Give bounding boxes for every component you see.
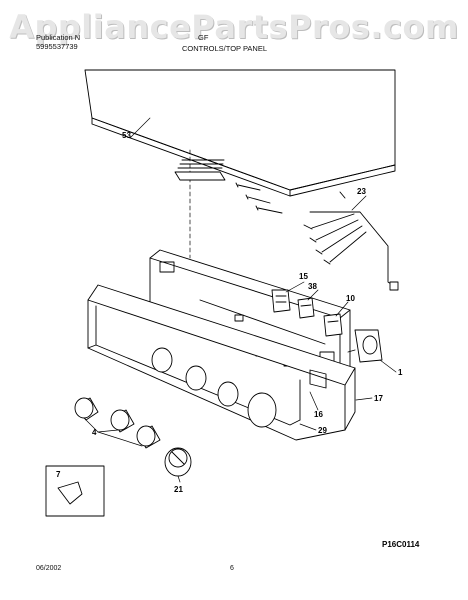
wire-harness <box>303 211 399 291</box>
leader-lines <box>83 117 397 483</box>
switch-part-38 <box>297 297 315 319</box>
ribbon-connector <box>174 159 226 181</box>
switch-part-10 <box>323 313 343 337</box>
callout-16: 16 <box>314 410 323 419</box>
callout-38: 38 <box>308 282 317 291</box>
timer-part-1 <box>347 329 383 363</box>
knob-group <box>74 397 161 449</box>
control-panel <box>87 284 356 441</box>
publication-label: Publication N <box>36 33 81 42</box>
publication-number: 5995537739 <box>36 42 78 51</box>
callout-17: 17 <box>374 394 383 403</box>
callout-10: 10 <box>346 294 355 303</box>
diagram-code: P16C0114 <box>382 540 420 549</box>
callout-1: 1 <box>398 368 403 377</box>
callout-4: 4 <box>92 428 97 437</box>
watermark-text: AppliancePartsPros.com <box>9 8 459 46</box>
selector-knob-21 <box>164 447 192 477</box>
inset-box-part-7 <box>45 465 105 517</box>
top-panel-part <box>84 69 396 197</box>
footer-date: 06/2002 <box>36 565 62 572</box>
callout-7: 7 <box>56 470 61 479</box>
switch-part-15 <box>271 289 291 313</box>
callout-15: 15 <box>299 272 308 281</box>
callout-53: 53 <box>122 131 131 140</box>
footer-page-number: 6 <box>230 565 234 572</box>
callout-23: 23 <box>357 187 366 196</box>
section-title: CONTROLS/TOP PANEL <box>182 44 268 53</box>
callout-29: 29 <box>318 426 327 435</box>
model-number: GF <box>198 33 209 42</box>
callout-21: 21 <box>174 485 183 494</box>
